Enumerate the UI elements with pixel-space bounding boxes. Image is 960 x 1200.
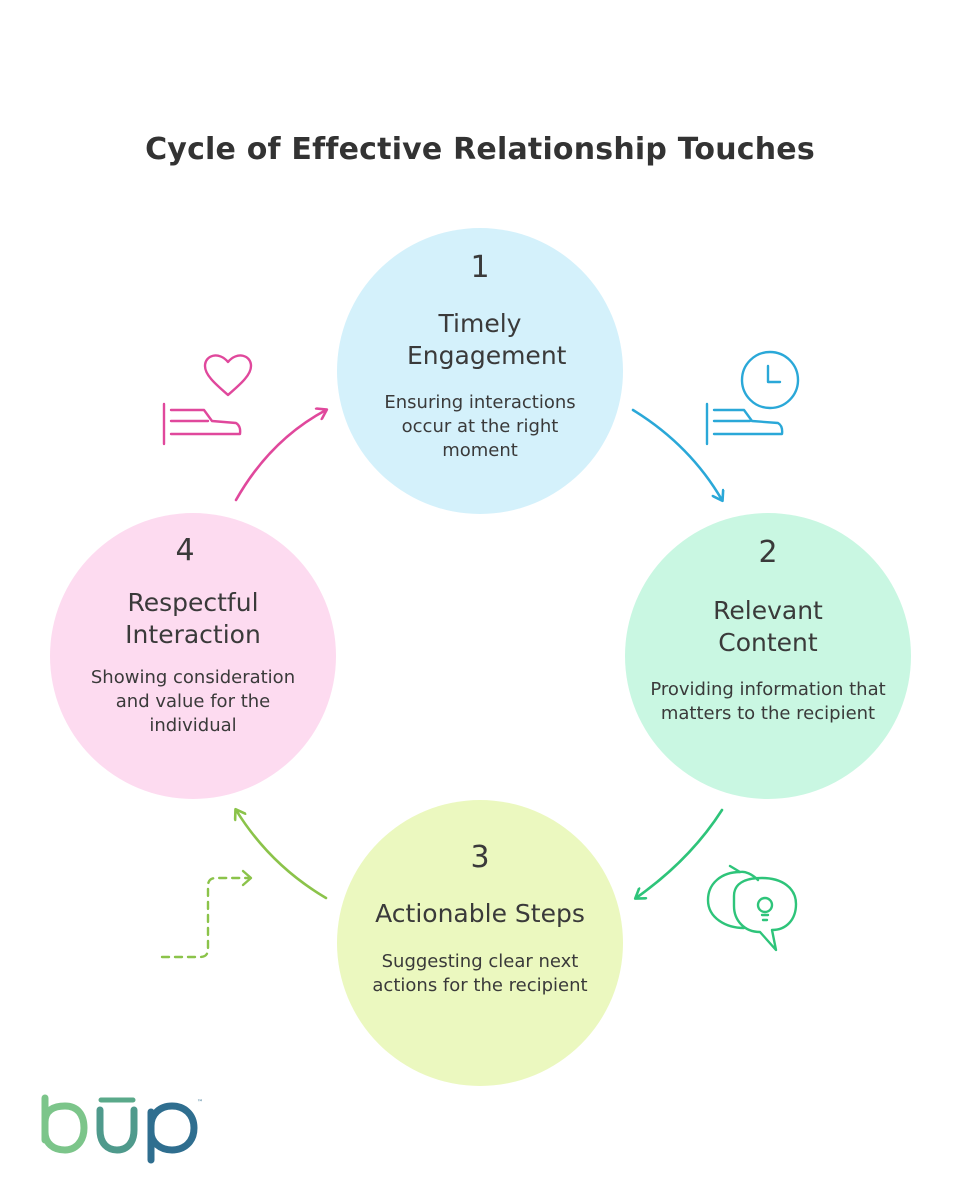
step-3-circle: 3 Actionable Steps Suggesting clear next…: [337, 800, 623, 1086]
step-4-number: 4: [175, 533, 195, 568]
hand-heart-icon: [162, 354, 253, 446]
step-3-description: Suggesting clear next actions for the re…: [372, 951, 588, 996]
step-2-circle: 2 Relevant Content Providing information…: [625, 513, 911, 799]
step-1-description: Ensuring interactions occur at the right…: [384, 392, 576, 461]
step-2-number: 2: [758, 535, 778, 570]
step-2-heading: Relevant Content: [713, 596, 823, 657]
chat-lightbulb-icon: [706, 864, 798, 952]
hand-clock-icon: [705, 350, 800, 446]
step-1-number: 1: [470, 250, 490, 285]
step-3-number: 3: [470, 840, 490, 875]
step-3-heading: Actionable Steps: [375, 899, 585, 928]
arrow-3-to-4: [236, 810, 328, 900]
bup-logo: [41, 1094, 198, 1164]
dashed-step-arrow-icon: [160, 869, 253, 959]
step-1-heading: Timely Engagement: [407, 309, 567, 370]
arrow-1-to-2: [631, 408, 722, 500]
page-title: Cycle of Effective Relationship Touches: [145, 132, 815, 167]
step-1-circle: 1 Timely Engagement Ensuring interaction…: [337, 228, 623, 514]
arrow-2-to-3: [636, 808, 724, 898]
step-4-circle: 4 Respectful Interaction Showing conside…: [50, 513, 336, 799]
logo-trademark: ™: [197, 1099, 203, 1106]
step-4-heading: Respectful Interaction: [125, 588, 261, 649]
step-2-description: Providing information that matters to th…: [650, 679, 886, 724]
step-4-description: Showing consideration and value for the …: [90, 667, 296, 736]
arrow-4-to-1: [234, 410, 326, 502]
